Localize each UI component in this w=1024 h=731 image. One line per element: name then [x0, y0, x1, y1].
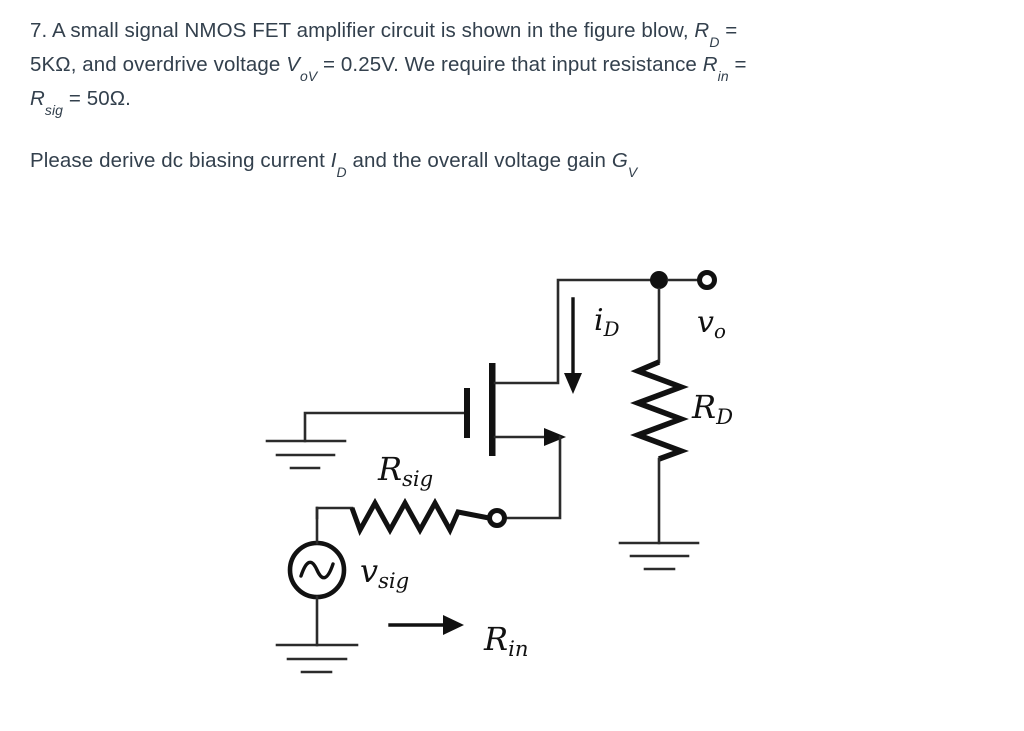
problem-number: 7. [30, 19, 48, 42]
transistor-channel-plate [489, 363, 496, 456]
label-signal-voltage: vsig [360, 552, 410, 594]
problem-line-1: 7. A small signal NMOS FET amplifier cir… [30, 14, 990, 118]
input-resistance-arrowhead-icon [443, 615, 464, 635]
symbol-Rin-text: Rin [702, 53, 729, 84]
input-terminal-icon [487, 508, 507, 528]
equals-3: = [734, 53, 747, 76]
label-drain-current: iD [594, 303, 620, 341]
source-return-wire [506, 435, 562, 520]
label-source-resistor: Rsig [378, 450, 434, 492]
symbol-ID: ID [330, 149, 347, 180]
rsig-resistor-icon [349, 497, 490, 537]
equals-1: = [725, 19, 738, 42]
label-input-resistance: Rin [484, 620, 529, 662]
symbol-Gv: GV [611, 149, 638, 180]
drain-current-arrowhead-icon [564, 373, 582, 394]
problem-line-4-text-a: Please derive dc biasing current [30, 149, 325, 172]
gate-wire [303, 411, 468, 443]
rsig-value: = 50Ω. [68, 87, 131, 110]
source-arrowhead-icon [544, 428, 566, 446]
sine-wave-icon [299, 560, 335, 580]
drain-wire [493, 278, 661, 385]
label-drain-resistor: RD [692, 388, 734, 430]
symbol-Vov: VoV [286, 53, 318, 84]
problem-line-4: Please derive dc biasing current ID and … [30, 144, 990, 180]
symbol-RD: RD [694, 19, 720, 50]
ground-drain-resistor-icon [618, 541, 700, 571]
problem-statement: 7. A small signal NMOS FET amplifier cir… [30, 14, 990, 180]
problem-line-4-text-b: and the overall voltage gain [352, 149, 607, 172]
ground-gate-icon [265, 439, 347, 470]
output-terminal-icon [697, 270, 717, 290]
problem-line-2-text: 5KΩ, and overdrive voltage [30, 53, 281, 76]
transistor-gate-plate [464, 388, 470, 438]
ground-signal-source-icon [275, 643, 359, 674]
label-output-voltage: vo [697, 305, 726, 343]
rd-resistor-icon [630, 359, 689, 462]
output-node-dot [650, 271, 668, 289]
rsig-left-wire [315, 506, 354, 520]
problem-line-1-text: A small signal NMOS FET amplifier circui… [51, 19, 689, 42]
equals-2: = 0.25V. We require that input resistanc… [323, 53, 697, 76]
symbol-Rsig-text: Rsig [30, 87, 64, 118]
